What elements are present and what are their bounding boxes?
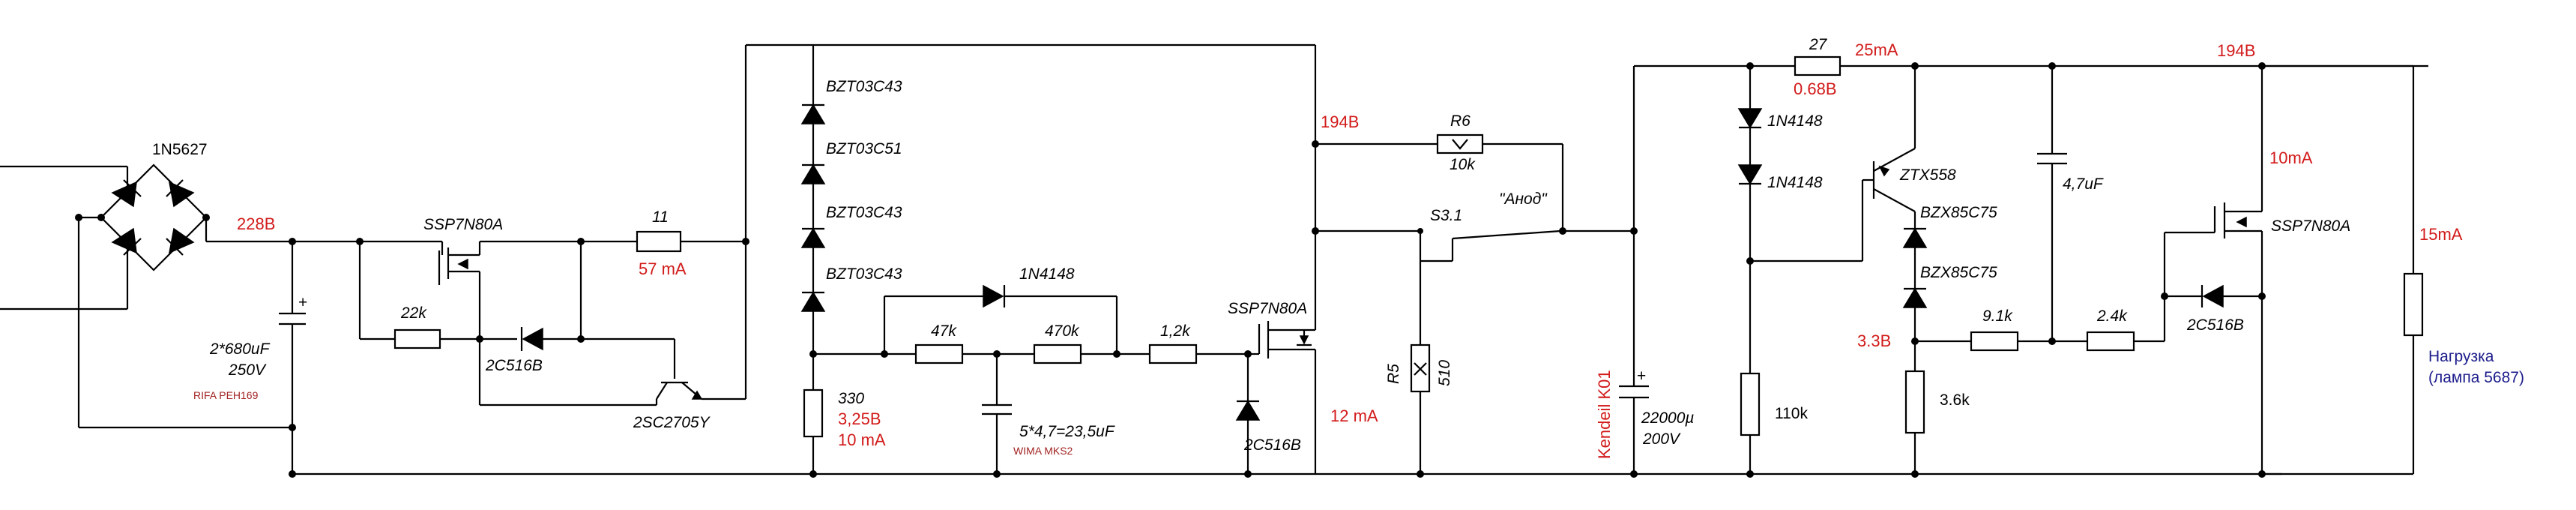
bzx2-label: BZX85C75 bbox=[1920, 264, 1997, 281]
switch-s31 bbox=[1452, 230, 1561, 240]
resistor-1-2k bbox=[1148, 344, 1198, 364]
cap-47-label: 4,7uF bbox=[2063, 176, 2104, 193]
d2c516b-3-label: 2C516B bbox=[2186, 316, 2244, 334]
zener-2-label: BZT03C51 bbox=[826, 140, 902, 158]
bridge-rectifier bbox=[0, 164, 210, 428]
r91k-label: 9.1k bbox=[1982, 308, 2013, 325]
s31-label: S3.1 bbox=[1430, 207, 1462, 224]
mosfet-q2 bbox=[1248, 321, 1315, 358]
r5-value: 510 bbox=[1436, 360, 1453, 386]
current-57ma: 57 mA bbox=[639, 260, 687, 278]
voltage-068: 0.68В bbox=[1794, 80, 1837, 98]
r47k-label: 47k bbox=[931, 322, 957, 340]
mosfet-q1 bbox=[360, 240, 481, 285]
transistor-2sc2705y bbox=[480, 338, 746, 406]
resistor-470k bbox=[1033, 344, 1082, 364]
zener-3-label: BZT03C43 bbox=[826, 204, 902, 221]
voltage-33: 3.3В bbox=[1857, 332, 1891, 350]
voltage-194-a: 194В bbox=[1321, 112, 1359, 131]
mosfet-q3 bbox=[2165, 202, 2262, 238]
current-15ma: 15mA bbox=[2419, 225, 2463, 244]
resistor-3-6k bbox=[1904, 370, 1925, 434]
r22k-label: 22k bbox=[400, 304, 427, 322]
diode-1n4148-b bbox=[1737, 108, 1763, 129]
wima-cap-label: 5*4,7=23,5uF bbox=[1019, 423, 1115, 440]
current-12ma: 12 mA bbox=[1330, 406, 1378, 425]
diode-2c516b-1 bbox=[522, 327, 543, 351]
main-filter-capacitor bbox=[279, 242, 306, 478]
voltage-194-b: 194В bbox=[2217, 41, 2255, 60]
resistor-47k bbox=[914, 344, 964, 364]
bridge-voltage: 228В bbox=[237, 214, 275, 233]
load-label: Нагрузка bbox=[2428, 348, 2494, 365]
transistor-ztx558 bbox=[1750, 66, 1916, 262]
diode-1n4148-c bbox=[1737, 164, 1763, 185]
main-cap-value: 2*680uF bbox=[209, 340, 271, 358]
q2-label: SSP7N80A bbox=[1228, 300, 1307, 317]
load-sublabel: (лампа 5687) bbox=[2428, 369, 2524, 386]
current-10ma-b: 10mA bbox=[2269, 148, 2313, 167]
zener-4-label: BZT03C43 bbox=[826, 266, 902, 283]
diode-1n4148-a bbox=[983, 284, 1004, 308]
current-10ma-a: 10 mA bbox=[838, 430, 886, 449]
r330-label: 330 bbox=[838, 390, 864, 407]
r36k-label: 3.6k bbox=[1940, 392, 1970, 409]
voltage-325: 3,25В bbox=[838, 410, 881, 428]
current-25ma: 25mA bbox=[1855, 40, 1898, 59]
q1-label: SSP7N80A bbox=[423, 216, 503, 233]
main-cap-brand: RIFA PEH169 bbox=[193, 389, 259, 401]
ztx558-label: ZTX558 bbox=[1899, 166, 1956, 184]
resistor-27 bbox=[1794, 56, 1841, 76]
diode-2c516b-2 bbox=[1235, 400, 1261, 421]
resistor-330 bbox=[803, 388, 824, 438]
svg-text:+: + bbox=[298, 294, 307, 311]
resistor-r6 bbox=[1436, 134, 1484, 154]
r6-label: R6 bbox=[1450, 112, 1471, 130]
d2c516b-2-label: 2C516B bbox=[1243, 436, 1301, 454]
svg-text:+: + bbox=[1637, 368, 1646, 385]
bridge-label: 1N5627 bbox=[152, 141, 208, 158]
anode-label: "Анод" bbox=[1499, 190, 1548, 208]
r6-value: 10k bbox=[1450, 156, 1476, 173]
diode-2c516b-3 bbox=[2202, 284, 2224, 308]
wima-cap-brand: WIMA MKS2 bbox=[1013, 445, 1073, 457]
d1n4148b-label: 1N4148 bbox=[1767, 112, 1823, 130]
resistor-11 bbox=[636, 230, 682, 253]
zener-stack bbox=[800, 104, 826, 390]
d1n4148a-label: 1N4148 bbox=[1019, 266, 1075, 283]
r27-label: 27 bbox=[1809, 36, 1828, 53]
zener-bzx-2 bbox=[1902, 287, 1928, 308]
cap-22000-voltage: 200V bbox=[1642, 430, 1681, 448]
r11-label: 11 bbox=[652, 208, 669, 226]
r470k-label: 470k bbox=[1045, 322, 1080, 340]
load-resistor bbox=[2403, 272, 2424, 337]
main-cap-voltage: 250V bbox=[228, 362, 267, 379]
d2c516b-1-label: 2C516B bbox=[485, 357, 543, 374]
cap-22000-label: 22000µ bbox=[1641, 410, 1695, 427]
r12k-label: 1,2k bbox=[1160, 322, 1191, 340]
d1n4148c-label: 1N4148 bbox=[1767, 174, 1823, 191]
resistor-2-4k bbox=[2086, 331, 2135, 352]
resistor-110k bbox=[1740, 372, 1761, 436]
r24k-label: 2.4k bbox=[2096, 308, 2128, 325]
bzx1-label: BZX85C75 bbox=[1920, 204, 1997, 221]
r5-label: R5 bbox=[1385, 364, 1402, 384]
zener-1-label: BZT03C43 bbox=[826, 78, 902, 95]
r110k-label: 110k bbox=[1775, 405, 1808, 422]
resistor-9-1k bbox=[1970, 331, 2019, 352]
q3-label: SSP7N80A bbox=[2271, 218, 2350, 235]
resistor-22k bbox=[393, 328, 441, 350]
zener-bzx-1 bbox=[1902, 227, 1928, 248]
q2sc-label: 2SC2705Y bbox=[633, 414, 711, 431]
kendeil-label: Kendeil K01 bbox=[1595, 370, 1614, 459]
